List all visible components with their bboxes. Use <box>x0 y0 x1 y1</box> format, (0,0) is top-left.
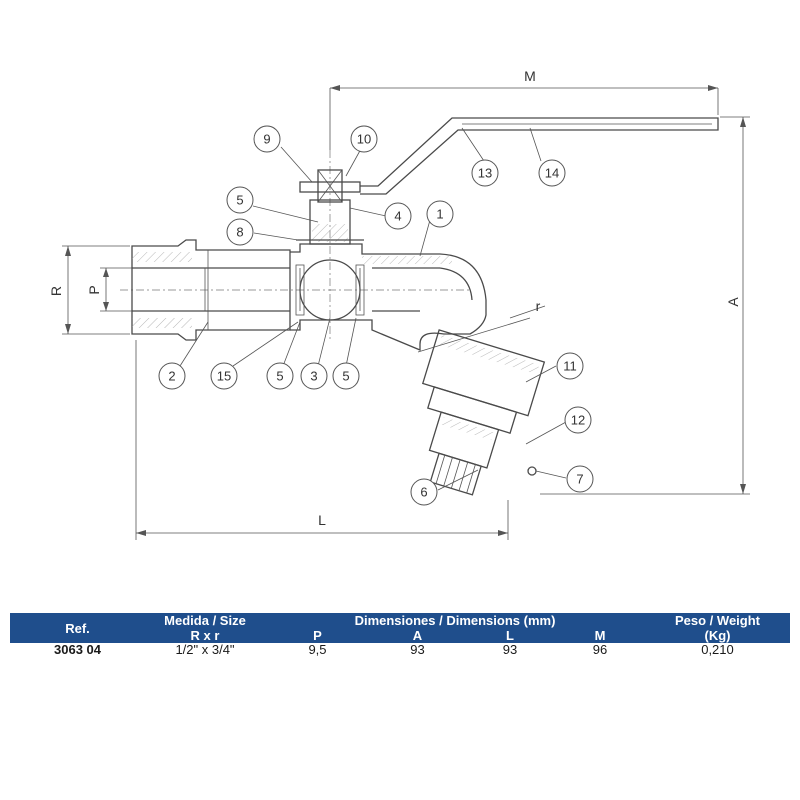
svg-text:14: 14 <box>545 166 559 181</box>
cell-p: 9,5 <box>308 642 327 657</box>
svg-text:5: 5 <box>236 193 243 208</box>
callout-12: 11 <box>556 352 584 380</box>
svg-text:7: 7 <box>576 472 583 487</box>
callout-3: 3 <box>300 362 328 390</box>
header-dimensions: Dimensiones / Dimensions (mm) <box>354 613 556 628</box>
header-p: P <box>313 628 322 643</box>
header-m: M <box>594 628 606 643</box>
dimension-r: R <box>48 245 130 335</box>
cell-m: 96 <box>592 642 608 657</box>
specification-table: Ref. Medida / Size Dimensiones / Dimensi… <box>10 613 790 657</box>
table-header-row-1: Ref. Medida / Size Dimensiones / Dimensi… <box>10 613 790 636</box>
svg-text:5: 5 <box>342 369 349 384</box>
header-size-sub: R x r <box>190 628 220 643</box>
dimension-m: M <box>329 68 719 150</box>
dimension-a: A <box>540 116 750 495</box>
svg-text:3: 3 <box>310 369 317 384</box>
callout-15: 14 <box>538 159 566 187</box>
callout-7: 6 <box>410 478 438 506</box>
callout-6: 5 <box>226 186 254 214</box>
svg-text:6: 6 <box>420 485 427 500</box>
svg-text:15: 15 <box>217 369 231 384</box>
header-a: A <box>412 628 423 643</box>
svg-text:12: 12 <box>571 413 585 428</box>
header-l: L <box>506 628 514 643</box>
header-weight: Peso / Weight <box>675 613 760 628</box>
callout-11: 10 <box>350 125 378 153</box>
callout-13: 12 <box>564 406 592 434</box>
dimension-label-m: M <box>524 68 536 84</box>
svg-text:5: 5 <box>276 369 283 384</box>
dimension-label-l: L <box>318 512 326 528</box>
table-header-row-2: R x r P A L M (Kg) <box>10 628 790 643</box>
callout-2: 2 <box>158 362 186 390</box>
callout-14: 13 <box>471 159 499 187</box>
svg-text:11: 11 <box>563 359 577 374</box>
callout-leaders <box>179 127 567 491</box>
cell-size: 1/2" x 3/4" <box>175 642 235 657</box>
callout-9: 8 <box>226 218 254 246</box>
table-row: 3063 04 1/2" x 3/4" 9,5 93 93 96 0,210 <box>10 643 790 657</box>
dimension-l: L <box>135 340 509 540</box>
callout-16: 15 <box>210 362 238 390</box>
header-weight-sub: (Kg) <box>704 628 731 643</box>
valve-technical-drawing: M A L R P r <box>48 68 750 540</box>
svg-text:2: 2 <box>168 369 175 384</box>
cell-ref: 3063 04 <box>54 642 101 657</box>
dimension-label-a: A <box>725 297 741 307</box>
valve-body <box>120 117 719 496</box>
dimension-label-r: R <box>48 286 64 296</box>
callout-1: 1 <box>426 200 454 228</box>
header-size: Medida / Size <box>164 613 246 628</box>
cell-l: 93 <box>502 642 518 657</box>
dimension-p: P <box>86 267 134 312</box>
callout-5-left: 5 <box>266 362 294 390</box>
dimension-label-p: P <box>86 285 102 294</box>
svg-text:4: 4 <box>394 209 401 224</box>
svg-text:13: 13 <box>478 166 492 181</box>
svg-text:8: 8 <box>236 225 243 240</box>
dimension-label-r-small: r <box>536 298 541 314</box>
callout-4: 4 <box>384 202 412 230</box>
svg-text:9: 9 <box>263 132 270 147</box>
callout-10: 9 <box>253 125 281 153</box>
callout-8: 7 <box>566 465 594 493</box>
svg-text:1: 1 <box>436 207 443 222</box>
cell-weight: 0,210 <box>701 642 734 657</box>
svg-text:10: 10 <box>357 132 371 147</box>
dimension-r-small: r <box>417 298 546 353</box>
callout-5-right: 5 <box>332 362 360 390</box>
header-ref: Ref. <box>65 620 90 636</box>
cell-a: 93 <box>410 642 425 657</box>
